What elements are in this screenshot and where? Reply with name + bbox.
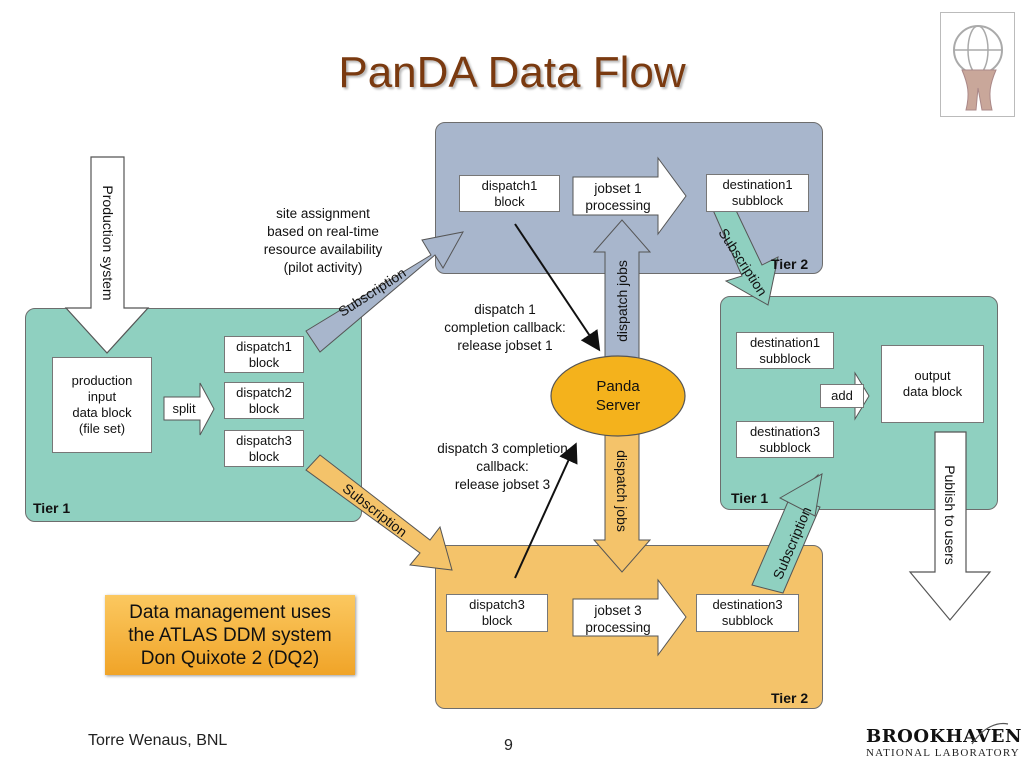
production-system-arrow: [64, 156, 150, 354]
jobset3-arrow: [572, 578, 687, 657]
tier1-right-destination3-block: destination3 subblock: [736, 421, 834, 458]
panda-server-label: Panda Server: [595, 378, 641, 414]
national-laboratory-wordmark: NATIONAL LABORATORY: [866, 747, 1020, 759]
jobset1-arrow: [572, 156, 687, 236]
data-management-note: Data management uses the ATLAS DDM syste…: [105, 595, 355, 675]
output-data-block: output data block: [881, 345, 984, 423]
split-arrow: [163, 382, 215, 436]
dispatch-jobs-down-arrow: [592, 429, 652, 573]
jobset3-label: jobset 3 processing: [585, 603, 651, 635]
panda-server-ellipse: [550, 355, 686, 437]
footer-author: Torre Wenaus, BNL: [88, 732, 228, 749]
brookhaven-logo: BROOKHAVEN NATIONAL LABORATORY: [860, 720, 1021, 764]
tier1-right-label: Tier 1: [731, 490, 769, 506]
callback3-line: [514, 442, 578, 579]
add-box: add: [820, 384, 864, 408]
jobset1-label: jobset 1 processing: [585, 181, 651, 213]
production-system-label: Production system: [100, 185, 116, 301]
dispatch-jobs-up-arrow: [592, 219, 652, 363]
callback1-line: [514, 223, 601, 352]
tier2-top-destination1-block: destination1 subblock: [706, 174, 809, 212]
tier2-top-dispatch1-block: dispatch1 block: [459, 175, 560, 212]
production-input-block: production input data block (file set): [52, 357, 152, 453]
subscription-arrow-orange: [305, 454, 453, 571]
tier1-dispatch3-block: dispatch3 block: [224, 430, 304, 467]
atlas-logo: [940, 12, 1015, 117]
page-number: 9: [504, 737, 513, 754]
tier1-dispatch1-block: dispatch1 block: [224, 336, 304, 373]
tier2-top-label: Tier 2: [771, 256, 809, 272]
dispatch-jobs-down-label: dispatch jobs: [614, 450, 630, 532]
callback1-note: dispatch 1 completion callback: release …: [444, 302, 566, 353]
tier1-right-destination1-block: destination1 subblock: [736, 332, 834, 369]
subscription-arrow-green-top: [712, 201, 779, 306]
site-assignment-note: site assignment based on real-time resou…: [263, 206, 383, 275]
split-label: split: [172, 401, 196, 416]
callback3-note: dispatch 3 completion callback: release …: [437, 441, 568, 492]
tier1-left-label: Tier 1: [33, 500, 71, 516]
tier2-bottom-label: Tier 2: [771, 690, 809, 706]
tier2-bottom-dispatch3-block: dispatch3 block: [446, 594, 548, 632]
tier2-bottom-destination3-block: destination3 subblock: [696, 594, 799, 632]
subscription-arrow-blue: [305, 231, 464, 353]
page-title: PanDA Data Flow: [338, 48, 686, 97]
tier1-dispatch2-block: dispatch2 block: [224, 382, 304, 419]
publish-arrow: [908, 431, 992, 621]
publish-to-users-label: Publish to users: [942, 465, 958, 565]
dispatch-jobs-up-label: dispatch jobs: [614, 260, 630, 342]
